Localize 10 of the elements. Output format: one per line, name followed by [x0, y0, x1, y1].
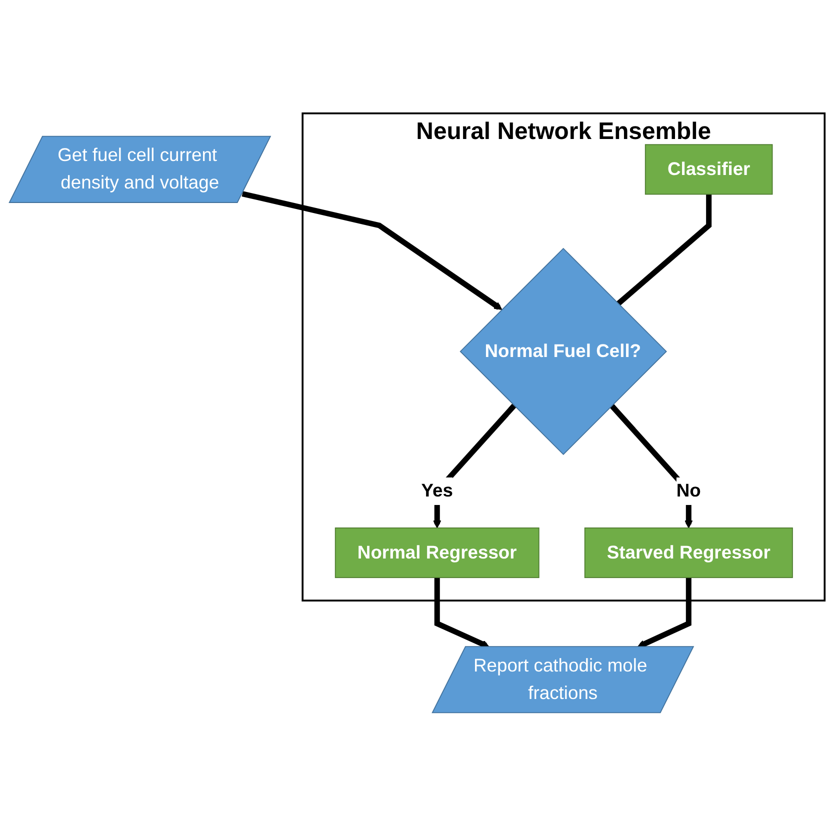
- arrow: [434, 578, 490, 648]
- edge-label: No: [676, 482, 701, 502]
- arrow: [637, 578, 692, 648]
- node-box: Starved Regressor: [584, 528, 793, 579]
- node-diamond: Normal Fuel Cell?: [460, 248, 667, 456]
- edge-label: Yes: [421, 482, 453, 502]
- node-box: Classifier: [644, 144, 773, 196]
- arrow: [242, 192, 502, 310]
- node-box: Normal Regressor: [334, 528, 540, 579]
- connector: [616, 194, 712, 306]
